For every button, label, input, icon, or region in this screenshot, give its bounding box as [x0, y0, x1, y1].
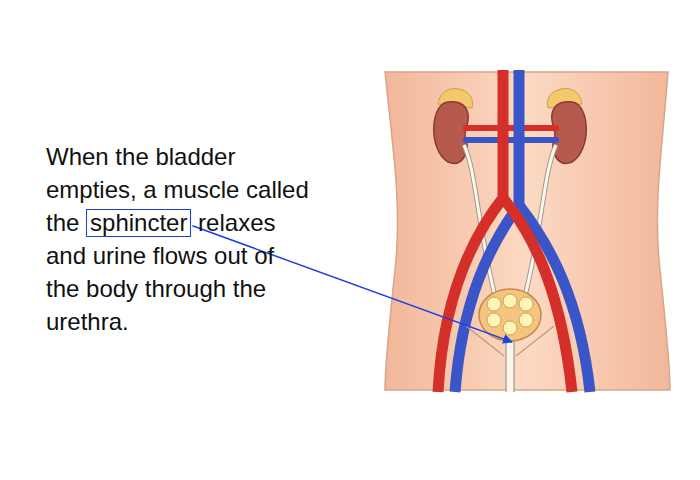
term-box: sphincter	[86, 209, 191, 237]
description-text: When the bladder empties, a muscle calle…	[46, 140, 311, 338]
blood-vessels	[438, 70, 590, 392]
renal-vessels	[466, 128, 556, 140]
bladder-spots	[487, 294, 533, 335]
term-label: sphincter	[90, 209, 187, 236]
kidneys	[434, 102, 587, 163]
urethra	[506, 336, 514, 392]
